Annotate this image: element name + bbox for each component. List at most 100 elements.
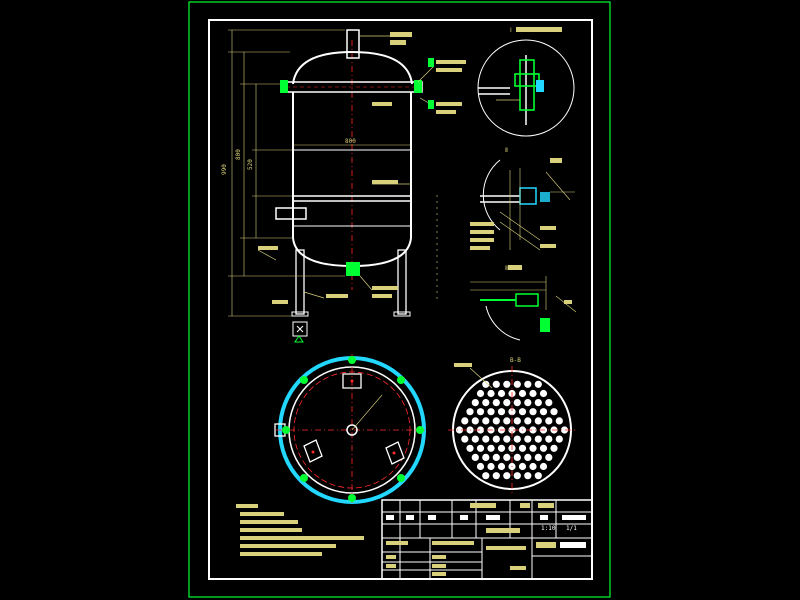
detail-2-dims — [499, 168, 575, 251]
perforated-plate-title: B-B — [510, 357, 521, 364]
flange-bolt-right — [414, 80, 422, 93]
perforation-hole — [518, 408, 527, 416]
detail-3-caption — [508, 265, 522, 270]
detail-1-gasket — [536, 80, 544, 92]
perforation-hole — [471, 435, 479, 443]
nozzle-tag-mid — [428, 100, 434, 109]
perforation-hole — [476, 444, 485, 452]
perforation-hole — [503, 380, 511, 388]
detail-2-seal — [540, 192, 550, 202]
elevation-view: 800 990 800 520 — [221, 29, 466, 343]
internal-plate — [292, 195, 412, 202]
technical-notes — [236, 504, 364, 556]
sheet-border — [188, 1, 611, 598]
detail-view-3: Ⅲ — [470, 265, 577, 341]
plan-view-legs — [274, 354, 428, 506]
detail-1-caption — [516, 27, 562, 32]
perforation-hole — [471, 453, 479, 461]
perforation-hole — [492, 453, 500, 461]
nozzle-tag-top — [428, 58, 434, 67]
perforated-leader — [469, 367, 493, 389]
perforation-hole — [476, 462, 485, 471]
perforation-hole — [513, 435, 521, 443]
detail-3-dims — [470, 276, 577, 313]
cylinder-height-label: 520 — [247, 159, 254, 170]
perforation-hole — [518, 462, 527, 471]
perforation-hole — [482, 472, 490, 480]
plan-leg-pads — [303, 373, 405, 465]
perforation-hole — [497, 389, 506, 398]
perforation-hole — [534, 399, 542, 407]
detail-3-title: Ⅲ — [505, 265, 509, 272]
leg-foot-right — [393, 311, 411, 317]
perforation-hole — [508, 408, 516, 416]
perforation-hole — [524, 472, 532, 480]
title-block-white-text — [386, 515, 586, 548]
perforation-hole — [534, 380, 542, 388]
perforation-hole — [534, 472, 542, 480]
detail-2-title: Ⅱ — [505, 147, 508, 154]
plan-center-nozzle — [346, 424, 358, 436]
perforation-hole — [524, 417, 532, 425]
detail-2-text — [470, 158, 562, 250]
perforation-hole — [497, 444, 506, 452]
top-head — [292, 50, 413, 85]
perforation-hole — [466, 408, 474, 416]
perforation-hole — [487, 408, 495, 416]
detail-view-2: Ⅱ — [470, 147, 575, 251]
top-nozzle — [346, 29, 360, 59]
detail-3-arc — [485, 305, 521, 341]
detail-view-1: Ⅰ — [477, 27, 575, 137]
side-nozzle — [275, 207, 307, 220]
detail-3-bolt — [540, 318, 550, 332]
perforation-hole — [524, 380, 532, 388]
perforation-hole — [555, 435, 563, 443]
perforation-hole — [476, 426, 485, 434]
perforation-hole — [482, 380, 490, 388]
detail-3-text — [564, 300, 572, 304]
perforation-hole — [529, 389, 537, 398]
perforation-hole — [550, 444, 558, 452]
perforation-hole — [466, 444, 474, 452]
perforation-hole — [503, 417, 511, 425]
detail-3-flange — [515, 293, 539, 307]
leg-left — [295, 249, 305, 315]
perforation-hole — [492, 380, 500, 388]
perforation-hole — [482, 417, 490, 425]
perforation-hole — [487, 444, 495, 452]
perforation-hole — [508, 426, 516, 434]
perforation-hole — [497, 462, 506, 471]
bottom-nozzle — [346, 262, 360, 276]
perforation-hole — [555, 417, 563, 425]
plan-view-perforated-plate: B-B — [448, 357, 576, 494]
perforation-hole — [492, 399, 500, 407]
perforation-hole — [534, 417, 542, 425]
perforation-hole — [518, 389, 527, 398]
perforation-hole — [513, 380, 521, 388]
perforation-hole — [534, 453, 542, 461]
perforation-hole — [461, 435, 469, 443]
perforation-hole — [482, 453, 490, 461]
perforation-hole — [513, 453, 521, 461]
leg-right — [397, 249, 407, 315]
perforation-hole — [539, 389, 548, 398]
perforation-hole — [461, 417, 469, 425]
perforation-hole — [471, 417, 479, 425]
perforation-hole — [529, 408, 537, 416]
title-block-text — [386, 503, 556, 576]
perforation-hole — [524, 399, 532, 407]
title-block-scale: 1:10 — [541, 525, 556, 532]
overall-height-label: 990 — [221, 164, 228, 175]
perforation-hole — [513, 399, 521, 407]
perforation-hole — [455, 426, 464, 434]
perforation-hole — [545, 453, 553, 461]
flange-bolt-left — [280, 80, 288, 93]
perforation-hole — [503, 435, 511, 443]
perforation-hole — [524, 435, 532, 443]
perforation-hole — [471, 399, 479, 407]
perforated-leader-text — [454, 363, 472, 367]
perforation-hole — [534, 435, 542, 443]
vertical-dimensions — [228, 29, 345, 317]
perforation-hole — [545, 435, 553, 443]
